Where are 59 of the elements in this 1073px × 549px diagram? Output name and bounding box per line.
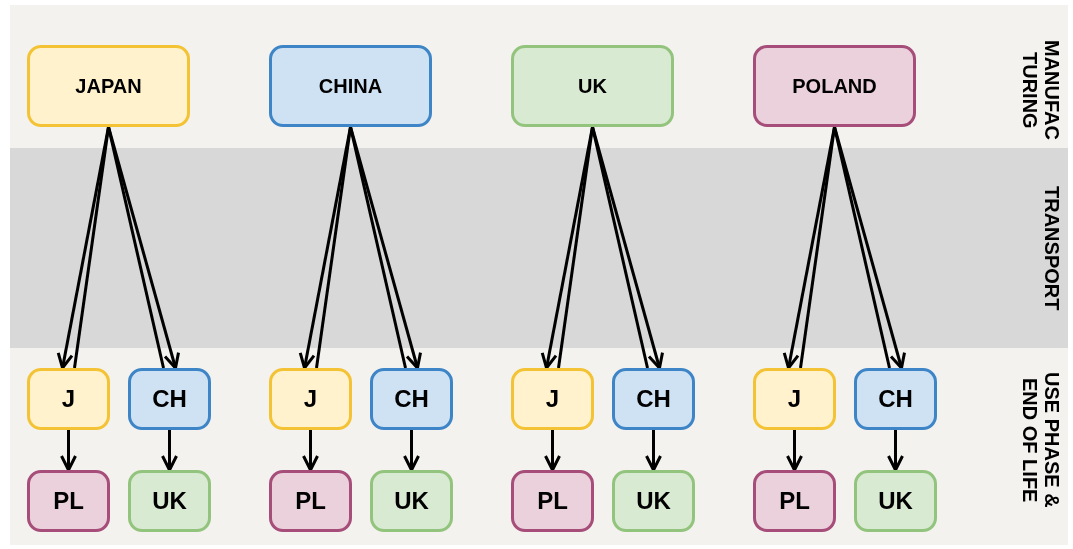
country-label: JAPAN: [75, 74, 142, 99]
country-box: [27, 368, 110, 430]
arrow: [786, 430, 803, 472]
country-box: [753, 45, 916, 127]
country-label: CH: [152, 384, 187, 414]
arrow: [540, 126, 594, 370]
country-label: UK: [878, 486, 913, 516]
country-label: PL: [779, 486, 810, 516]
country-box: [612, 470, 695, 532]
country-box: [27, 45, 190, 127]
country-box: [27, 470, 110, 532]
arrow: [591, 126, 664, 370]
country-box: [854, 368, 937, 430]
arrow: [298, 126, 352, 370]
country-label: UK: [636, 486, 671, 516]
arrow: [161, 430, 178, 472]
country-label: CH: [636, 384, 671, 414]
country-label: PL: [53, 486, 84, 516]
country-box: [269, 470, 352, 532]
arrow: [544, 430, 561, 472]
country-box: [370, 470, 453, 532]
country-box: [269, 45, 432, 127]
arrow: [887, 430, 904, 472]
country-label: UK: [394, 486, 429, 516]
country-label: CHINA: [318, 74, 383, 99]
country-box: [511, 45, 674, 127]
arrow: [782, 126, 836, 370]
arrow: [302, 430, 319, 472]
country-box: [612, 368, 695, 430]
arrow: [349, 126, 422, 370]
country-label: POLAND: [792, 74, 877, 99]
arrow: [56, 126, 110, 370]
country-label: J: [545, 384, 560, 414]
country-label: PL: [295, 486, 326, 516]
country-label: J: [787, 384, 802, 414]
country-box: [370, 368, 453, 430]
arrow: [833, 126, 906, 370]
country-label: J: [61, 384, 76, 414]
country-label: J: [303, 384, 318, 414]
country-label: UK: [152, 486, 187, 516]
arrow: [60, 430, 77, 472]
country-label: CH: [394, 384, 429, 414]
country-box: [269, 368, 352, 430]
phase-label: MANUFAC TURING: [1019, 39, 1063, 142]
country-box: [511, 470, 594, 532]
country-label: CH: [878, 384, 913, 414]
country-box: [511, 368, 594, 430]
country-box: [128, 368, 211, 430]
arrow: [645, 430, 662, 472]
arrow: [107, 126, 180, 370]
country-box: [854, 470, 937, 532]
country-box: [753, 470, 836, 532]
arrow: [403, 430, 420, 472]
phase-label: USE PHASE & END OF LIFE: [1019, 371, 1063, 510]
country-box: [128, 470, 211, 532]
country-box: [753, 368, 836, 430]
country-label: PL: [537, 486, 568, 516]
phase-label: TRANSPORT: [1041, 184, 1063, 313]
country-label: UK: [578, 74, 607, 99]
